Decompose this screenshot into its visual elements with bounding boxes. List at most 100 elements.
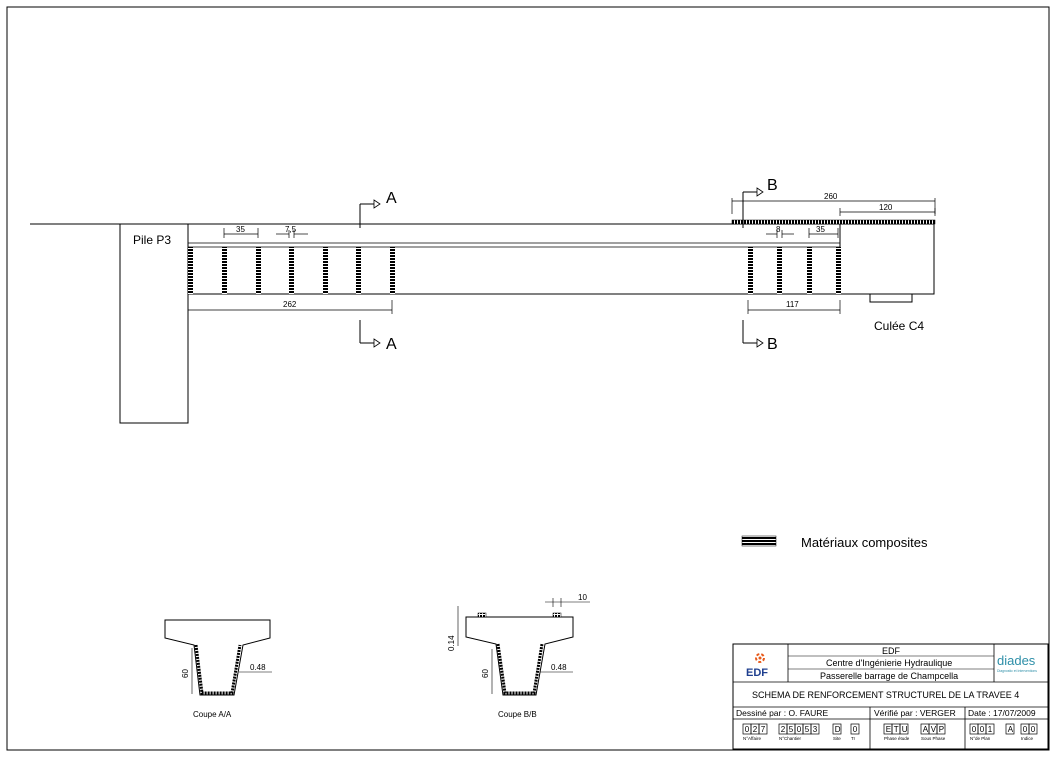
edf-logo: EDF xyxy=(746,653,768,679)
composite-strip xyxy=(323,247,328,294)
tb-code-cell xyxy=(758,723,768,735)
tb-drawing-title: SCHEMA DE RENFORCEMENT STRUCTUREL DE LA … xyxy=(752,690,1019,700)
composite-strips-left xyxy=(188,247,395,294)
tb-code-char: 0 xyxy=(1031,725,1036,734)
section-b-view: 0.14 60 0.48 10 Coupe B/B xyxy=(447,593,590,719)
dim-zone-left-label: 262 xyxy=(283,300,297,309)
section-a-label: A xyxy=(386,336,397,353)
pier-p3 xyxy=(119,223,189,424)
legend: Matériaux composites xyxy=(741,535,928,550)
tb-date: Date : 17/07/2009 xyxy=(968,708,1036,718)
section-marker-b-bottom: B xyxy=(742,320,778,353)
legend-label: Matériaux composites xyxy=(801,535,928,550)
tb-code-char: 2 xyxy=(781,725,786,734)
tb-code-char: 0 xyxy=(853,725,858,734)
tb-code-cell xyxy=(810,723,820,735)
tb-code-char: 5 xyxy=(789,725,794,734)
composite-strip xyxy=(222,247,227,294)
tb-code-char: 5 xyxy=(805,725,810,734)
tb-code-label: N°de Plan xyxy=(970,736,991,741)
tb-code-label: N°Chantier xyxy=(779,736,802,741)
tb-code-label: Indice xyxy=(1021,736,1034,741)
tb-code-char: 0 xyxy=(1023,725,1028,734)
section-b-top-plate xyxy=(552,612,562,618)
section-a-composite xyxy=(194,644,242,695)
composite-strip xyxy=(289,247,294,294)
tb-code-char: T xyxy=(894,725,899,734)
tb-code-char: 0 xyxy=(745,725,750,734)
title-block: EDF EDF Centre d'Ingénierie Hydraulique … xyxy=(732,643,1049,750)
dim-spacing-left xyxy=(223,228,259,238)
composite-strip xyxy=(777,247,782,294)
composite-strip-top xyxy=(731,219,936,225)
section-b-top-label: 0.14 xyxy=(447,635,456,651)
abutment-label: Culée C4 xyxy=(874,319,924,333)
dim-spacing-right xyxy=(808,228,839,238)
tb-code-char: 3 xyxy=(813,725,818,734)
tb-code-label: Tr xyxy=(851,736,856,741)
diades-logo-text: diades xyxy=(997,653,1036,668)
tb-code-char: 1 xyxy=(988,725,993,734)
abutment-c4 xyxy=(839,223,935,295)
section-b-height-label: 60 xyxy=(481,669,490,678)
dim-strip-left-label: 7,5 xyxy=(285,225,297,234)
section-b-label: B xyxy=(767,177,778,194)
dim-top-partial xyxy=(839,208,936,216)
section-a-thickness-label: 0.48 xyxy=(250,663,266,672)
composite-strip xyxy=(188,247,193,294)
section-b-thickness-label: 0.48 xyxy=(551,663,567,672)
composite-strip xyxy=(390,247,395,294)
section-b-outline xyxy=(465,616,574,696)
diades-logo: diades Diagnostic et Interventions xyxy=(997,653,1037,673)
section-marker-a-bottom: A xyxy=(359,320,397,353)
section-marker-a-top: A xyxy=(359,190,397,228)
section-b-caption: Coupe B/B xyxy=(498,710,537,719)
tb-code-label: N°Affaire xyxy=(743,736,761,741)
tb-checked-by: Vérifié par : VERGER xyxy=(874,708,956,718)
tb-code-cell xyxy=(1028,723,1038,735)
tb-project: Passerelle barrage de Champcella xyxy=(820,671,958,681)
tb-code-label: Sous Phase xyxy=(921,736,946,741)
tb-code-cell xyxy=(850,723,860,735)
tb-drawn-by: Dessiné par : O. FAURE xyxy=(736,708,828,718)
tb-code-cell xyxy=(832,723,842,735)
elevation-view: Pile P3 Culée C4 xyxy=(30,177,936,424)
tb-code-char: 2 xyxy=(753,725,758,734)
composite-strip xyxy=(256,247,261,294)
tb-code-cell xyxy=(985,723,995,735)
legend-swatch xyxy=(741,535,777,547)
composite-strip xyxy=(748,247,753,294)
section-a-height-label: 60 xyxy=(181,669,190,678)
sheet-border xyxy=(6,6,1050,751)
tb-code-char: U xyxy=(902,725,908,734)
tb-code-char: 0 xyxy=(797,725,802,734)
dim-zone-left xyxy=(187,300,393,314)
section-a-view: 60 0.48 Coupe A/A xyxy=(164,619,272,719)
tb-code-char: P xyxy=(939,725,944,734)
dim-strip-right-label: 8 xyxy=(776,225,781,234)
tb-department: Centre d'Ingénierie Hydraulique xyxy=(826,658,952,668)
dim-top-partial-label: 120 xyxy=(879,203,893,212)
tb-code-char: D xyxy=(835,725,841,734)
dim-strip-right xyxy=(766,230,794,238)
dim-zone-right xyxy=(747,300,841,314)
tb-code-cell xyxy=(936,723,946,735)
composite-strip xyxy=(356,247,361,294)
dim-zone-right-label: 117 xyxy=(786,300,799,309)
section-b-top-plate xyxy=(477,612,487,618)
tb-code-label: Phase étude xyxy=(884,736,910,741)
tb-code-cell xyxy=(899,723,909,735)
section-b-width-label: 10 xyxy=(578,593,587,602)
tb-code-char: V xyxy=(931,725,937,734)
section-a-label: A xyxy=(386,190,397,207)
dim-spacing-right-label: 35 xyxy=(816,225,825,234)
dim-strip-left xyxy=(276,230,308,238)
composite-strips-right xyxy=(748,247,841,294)
tb-code-char: A xyxy=(1008,725,1014,734)
dim-spacing-left-label: 35 xyxy=(236,225,245,234)
section-b-label: B xyxy=(767,336,778,353)
tb-code-char: 0 xyxy=(972,725,977,734)
tb-code-char: 7 xyxy=(761,725,766,734)
